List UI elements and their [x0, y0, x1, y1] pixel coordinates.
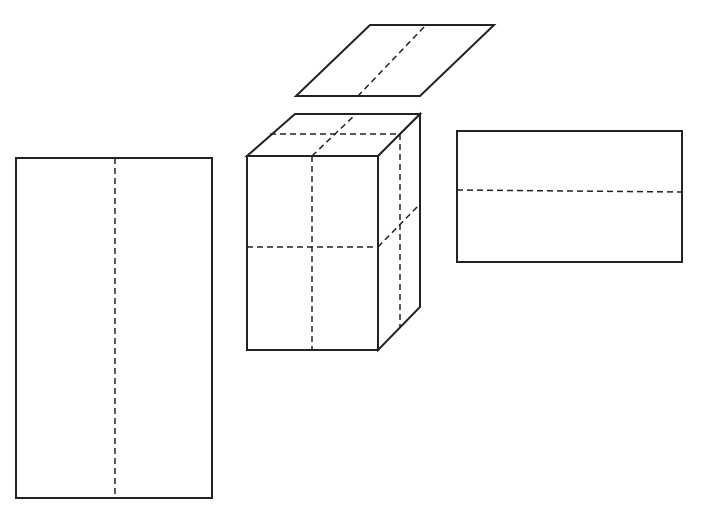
rectangular-prism — [244, 111, 423, 353]
top-face-fold-line — [357, 26, 425, 97]
top-face-parallelogram — [293, 24, 497, 97]
left-rectangle-outline — [15, 157, 213, 499]
right-rectangle-outline — [456, 130, 683, 263]
prism-right-face — [377, 111, 421, 353]
right-rectangle-view — [456, 130, 683, 263]
right-diagonal-fold-line — [377, 203, 421, 248]
right-rectangle-fold-line — [456, 189, 683, 193]
top-diagonal-fold-line — [311, 113, 357, 157]
top-face-outline — [293, 24, 497, 97]
left-rectangle-view — [15, 157, 213, 499]
